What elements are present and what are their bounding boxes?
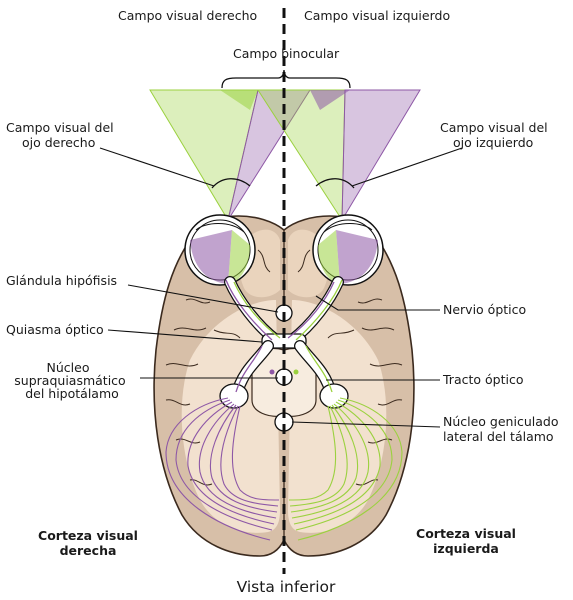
right-eye-field-label-1: Campo visual del — [6, 120, 114, 135]
left-eye-field-label-2: ojo izquierdo — [453, 135, 533, 150]
optic-radiation-right — [165, 397, 280, 541]
pituitary-label: Glándula hipófisis — [6, 273, 117, 288]
scn-label-1: Núcleo — [47, 360, 90, 375]
optic-radiation-left — [288, 397, 403, 541]
binocular-brace — [221, 69, 351, 89]
scn-label-2: supraquiasmático — [14, 373, 125, 388]
left-cortex-label-2: izquierda — [433, 541, 499, 556]
scn-label-3: del hipotálamo — [25, 386, 119, 401]
right-eye — [184, 214, 256, 286]
optic-tract-label: Tracto óptico — [442, 372, 523, 387]
binocular-label: Campo binocular — [233, 46, 340, 61]
lgn-label-2: lateral del tálamo — [443, 429, 554, 444]
optic-nerve-label: Nervio óptico — [443, 302, 526, 317]
left-cortex-label-1: Corteza visual — [416, 526, 516, 541]
visual-fields — [149, 89, 421, 222]
right-cortex-label-2: derecha — [60, 543, 117, 558]
leader-lines — [99, 147, 463, 428]
right-cortex-label-1: Corteza visual — [38, 528, 138, 543]
right-field-label: Campo visual derecho — [118, 8, 257, 23]
left-field-label: Campo visual izquierdo — [304, 8, 450, 23]
lgn-label-1: Núcleo geniculado — [443, 414, 558, 429]
chiasm-label: Quiasma óptico — [6, 322, 104, 337]
left-eye-field-label-1: Campo visual del — [440, 120, 548, 135]
right-eye-field-label-2: ojo derecho — [22, 135, 95, 150]
view-label: Vista inferior — [237, 578, 336, 596]
optic-nerves — [219, 276, 349, 409]
left-eye — [312, 214, 384, 286]
